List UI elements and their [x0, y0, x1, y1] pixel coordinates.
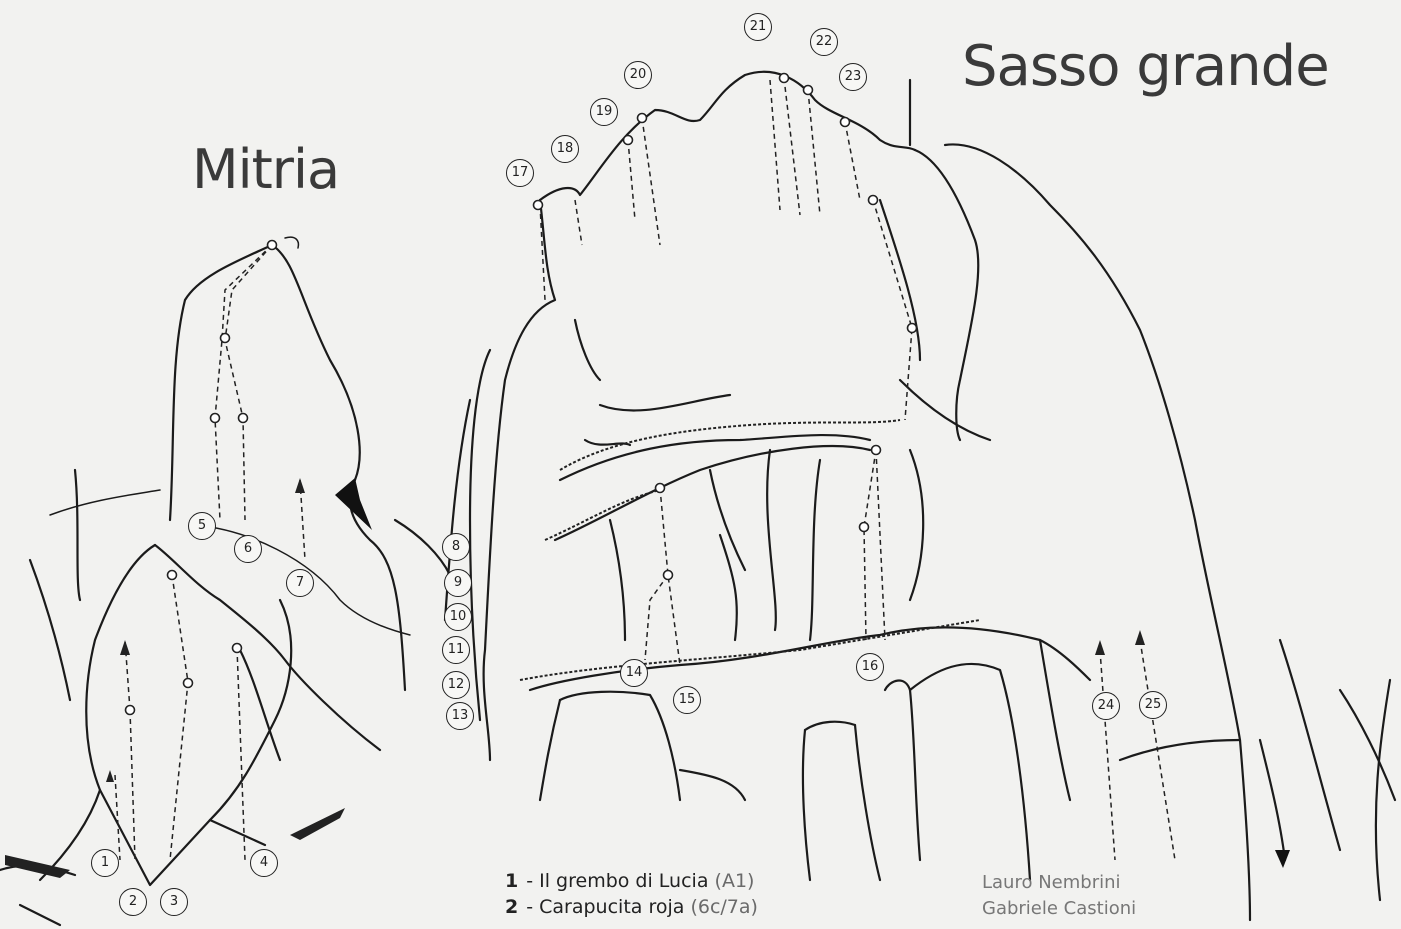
route-marker-24: 24	[1092, 692, 1120, 720]
route-marker-4: 4	[250, 849, 278, 877]
author-name: Lauro Nembrini	[982, 870, 1136, 896]
legend-grade: (6c/7a)	[690, 896, 758, 918]
mitria-outline	[0, 245, 470, 925]
route-marker-7: 7	[286, 569, 314, 597]
route-marker-23: 23	[839, 63, 867, 91]
route-marker-10: 10	[444, 603, 472, 631]
route-marker-5: 5	[188, 512, 216, 540]
route-marker-8: 8	[442, 533, 470, 561]
route-marker-21: 21	[744, 13, 772, 41]
route-marker-11: 11	[442, 636, 470, 664]
route-marker-22: 22	[810, 28, 838, 56]
legend-number: 2	[505, 896, 518, 918]
author-name: Gabriele Castioni	[982, 896, 1136, 922]
route-marker-19: 19	[590, 98, 618, 126]
route-marker-2: 2	[119, 888, 147, 916]
route-marker-6: 6	[234, 535, 262, 563]
legend-number: 1	[505, 870, 518, 892]
route-marker-16: 16	[856, 653, 884, 681]
route-legend: 1 - Il grembo di Lucia (A1) 2 - Carapucita…	[505, 868, 758, 920]
legend-grade: (A1)	[715, 870, 755, 892]
route-marker-1: 1	[91, 849, 119, 877]
mitria-title: Mitria	[192, 138, 339, 201]
sasso-grande-outline	[470, 72, 1395, 920]
route-marker-20: 20	[624, 61, 652, 89]
legend-item: 1 - Il grembo di Lucia (A1)	[505, 868, 758, 894]
sasso-grande-routes	[534, 74, 1176, 861]
route-marker-17: 17	[506, 159, 534, 187]
route-marker-9: 9	[444, 569, 472, 597]
legend-route-name: - Il grembo di Lucia	[526, 870, 708, 892]
route-marker-12: 12	[442, 671, 470, 699]
route-marker-14: 14	[620, 659, 648, 687]
legend-item: 2 - Carapucita roja (6c/7a)	[505, 894, 758, 920]
route-marker-13: 13	[446, 702, 474, 730]
legend-route-name: - Carapucita roja	[526, 896, 684, 918]
route-marker-15: 15	[673, 686, 701, 714]
route-marker-25: 25	[1139, 691, 1167, 719]
authors: Lauro Nembrini Gabriele Castioni	[982, 870, 1136, 922]
route-marker-3: 3	[160, 888, 188, 916]
route-marker-18: 18	[551, 135, 579, 163]
sasso-grande-title: Sasso grande	[962, 34, 1329, 99]
